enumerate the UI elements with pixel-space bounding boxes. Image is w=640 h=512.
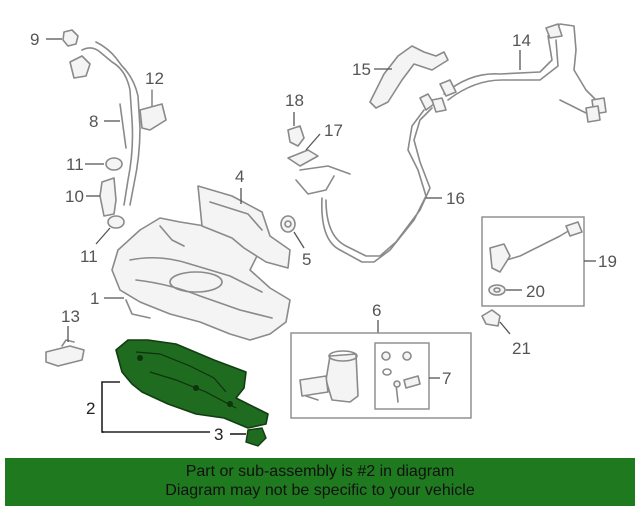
- callout-14: 14: [512, 31, 531, 50]
- callout-7: 7: [442, 369, 451, 388]
- part-6-pump-assembly: [299, 350, 359, 403]
- part-4-heat-shield: [197, 185, 291, 269]
- part-10-hose: [99, 177, 117, 217]
- callout-1: 1: [90, 289, 99, 308]
- part-18-grommet: [287, 125, 305, 147]
- part-7-hardware-kit: [381, 351, 421, 403]
- callout-2-bracket: [101, 381, 120, 433]
- part-20-o-ring: [488, 284, 506, 296]
- banner-line-2: Diagram may not be specific to your vehi…: [165, 482, 475, 499]
- part-7-group-box: [374, 342, 430, 410]
- callout-16: 16: [446, 189, 465, 208]
- part-3-fastener: [245, 427, 267, 447]
- part-16-fuel-lines: [295, 93, 447, 263]
- highlight-banner: Part or sub-assembly is #2 in diagram Di…: [5, 458, 635, 506]
- part-11-clamp-upper: [105, 157, 123, 171]
- callout-21: 21: [512, 339, 531, 358]
- part-13-bracket: [45, 339, 85, 367]
- part-15-bracket: [369, 45, 449, 109]
- part-9-clip: [62, 29, 79, 47]
- part-8-filler-neck: [69, 41, 141, 206]
- callout-9: 9: [30, 30, 39, 49]
- callout-10: 10: [65, 187, 84, 206]
- callout-20: 20: [526, 282, 545, 301]
- part-6-group-box: [290, 332, 472, 419]
- part-21-retaining-ring: [481, 309, 501, 327]
- callout-11-lower: 11: [80, 247, 98, 266]
- callout-2: 2: [86, 399, 95, 418]
- callout-5: 5: [302, 250, 311, 269]
- callout-15: 15: [352, 60, 371, 79]
- part-12-bracket: [139, 89, 167, 131]
- callout-18: 18: [285, 91, 304, 110]
- callout-3: 3: [214, 425, 223, 444]
- part-17-clip: [287, 149, 319, 167]
- callout-19: 19: [598, 252, 617, 271]
- part-2-skid-plate-highlighted: [115, 339, 269, 429]
- callout-12: 12: [145, 69, 164, 88]
- callout-13: 13: [61, 307, 80, 326]
- part-14-wiring-harness: [439, 23, 607, 123]
- callout-17: 17: [324, 121, 343, 140]
- callout-11-upper: 11: [66, 155, 84, 174]
- part-19-sender: [489, 221, 583, 273]
- callout-4: 4: [235, 167, 244, 186]
- part-5-washer: [280, 215, 296, 233]
- part-11-clamp-lower: [107, 215, 125, 229]
- callout-6: 6: [372, 301, 381, 320]
- callout-8: 8: [89, 112, 98, 131]
- banner-line-1: Part or sub-assembly is #2 in diagram: [185, 463, 455, 480]
